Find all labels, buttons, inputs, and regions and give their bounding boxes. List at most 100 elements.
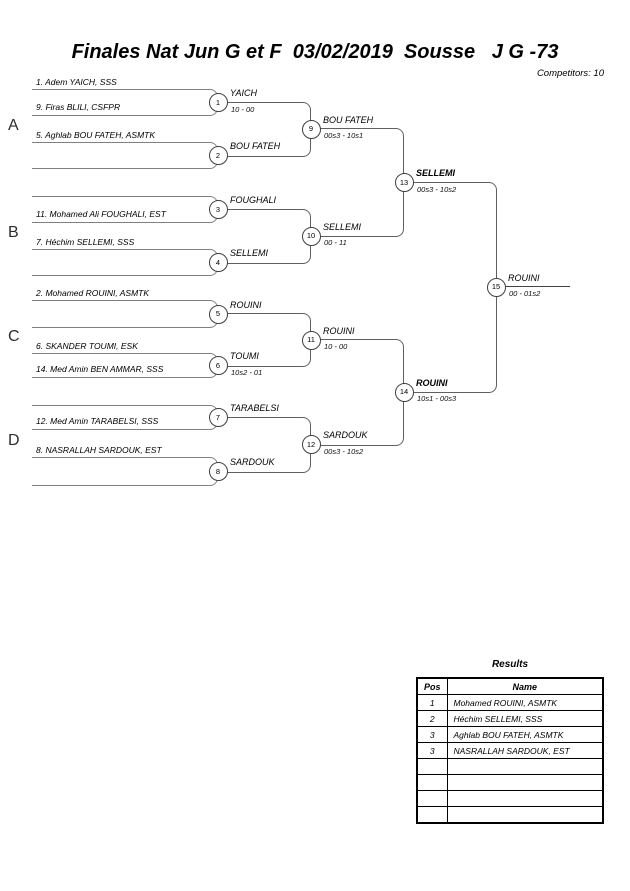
- match-score-12: 00s3 - 10s2: [324, 446, 364, 456]
- result-pos-7: [416, 790, 448, 807]
- bracket-connector-pair-4: [32, 249, 218, 276]
- results-row-5: [416, 758, 604, 775]
- result-name-5: [446, 758, 604, 775]
- seed-label-15: 8. NASRALLAH SARDOUK, EST: [36, 445, 162, 455]
- result-pos-5: [416, 758, 448, 775]
- page-title: Finales Nat Jun G et F 03/02/2019 Sousse…: [71, 41, 559, 63]
- competitors-count: Competitors: 10: [536, 68, 604, 79]
- winner-label-15: ROUINI: [508, 272, 540, 283]
- results-row-8: [416, 806, 604, 824]
- match-number-8: 8: [215, 466, 221, 476]
- match-number-12: 12: [306, 439, 316, 449]
- results-title: Results: [491, 659, 529, 670]
- match-circle-9: 9: [301, 119, 321, 139]
- bracket-connector-match-15: [403, 181, 497, 393]
- result-pos-2: 2: [416, 710, 448, 727]
- section-label-c: C: [8, 328, 20, 345]
- match-circle-1: 1: [208, 93, 228, 112]
- winner-label-12: SARDOUK: [323, 430, 368, 440]
- winner-label-2: BOU FATEH: [230, 141, 281, 151]
- match-score-13: 00s3 - 10s2: [417, 184, 457, 194]
- match-number-5: 5: [215, 309, 221, 319]
- results-row-6: [416, 774, 604, 791]
- section-label-a: A: [8, 117, 19, 134]
- match-number-11: 11: [307, 335, 315, 345]
- match-number-2: 2: [215, 150, 221, 160]
- match-circle-13: 13: [394, 173, 414, 192]
- result-pos-4: 3: [416, 742, 448, 759]
- match-score-14: 10s1 - 00s3: [417, 394, 457, 403]
- winner-label-9: BOU FATEH: [323, 114, 374, 125]
- result-pos-6: [416, 774, 448, 791]
- match-number-4: 4: [215, 257, 221, 267]
- result-pos-1: 1: [416, 694, 448, 711]
- bracket-connector-pair-2: [32, 142, 218, 169]
- winner-label-4: SELLEMI: [230, 248, 269, 258]
- result-name-4: NASRALLAH SARDOUK, EST: [446, 742, 604, 759]
- results-col-pos: Pos: [416, 677, 448, 695]
- result-name-3: Aghlab BOU FATEH, ASMTK: [446, 726, 604, 743]
- match-circle-10: 10: [301, 226, 321, 246]
- match-circle-8: 8: [208, 462, 228, 481]
- match-number-13: 13: [399, 177, 409, 187]
- match-number-15: 15: [491, 282, 501, 292]
- match-circle-7: 7: [208, 408, 228, 427]
- match-score-10: 00 - 11: [324, 238, 347, 247]
- match-score-11: 10 - 00: [324, 342, 348, 351]
- seed-label-7: 7. Héchim SELLEMI, SSS: [36, 237, 135, 247]
- winner-label-6: TOUMI: [230, 351, 259, 361]
- section-label-d: D: [8, 432, 20, 449]
- match-number-3: 3: [215, 204, 221, 214]
- winner-label-13: SELLEMI: [416, 168, 456, 178]
- match-circle-15: 15: [486, 277, 506, 297]
- match-circle-11: 11: [301, 330, 321, 350]
- winner-label-1: YAICH: [230, 88, 258, 98]
- result-name-6: [446, 774, 604, 791]
- results-header-row: Pos Name: [416, 677, 604, 695]
- match-number-10: 10: [306, 231, 316, 241]
- winner-label-11: ROUINI: [323, 325, 355, 336]
- results-col-name: Name: [446, 677, 604, 695]
- match-circle-5: 5: [208, 304, 228, 324]
- seed-label-11: 6. SKANDER TOUMI, ESK: [36, 341, 138, 351]
- match-circle-12: 12: [301, 435, 321, 454]
- match-number-7: 7: [215, 412, 221, 422]
- section-label-b: B: [8, 224, 19, 241]
- seed-label-2: 9. Firas BLILI, CSFPR: [36, 102, 121, 112]
- match-circle-3: 3: [208, 200, 228, 219]
- match-circle-6: 6: [208, 356, 228, 375]
- bracket-connector-pair-5: [32, 300, 218, 328]
- seed-label-6: 11. Mohamed Ali FOUGHALI, EST: [36, 209, 166, 219]
- results-row-7: [416, 790, 604, 807]
- result-pos-3: 3: [416, 726, 448, 743]
- result-name-1: Mohamed ROUINI, ASMTK: [446, 694, 604, 711]
- match-number-1: 1: [215, 97, 221, 107]
- match-score-6: 10s2 - 01: [231, 367, 263, 377]
- result-pos-8: [416, 806, 448, 824]
- winner-label-5: ROUINI: [230, 299, 262, 310]
- winner-label-3: FOUGHALI: [230, 195, 277, 205]
- match-score-15: 00 - 01s2: [509, 289, 541, 298]
- match-number-6: 6: [215, 360, 221, 370]
- result-name-2: Héchim SELLEMI, SSS: [446, 710, 604, 727]
- bracket-connector-pair-8: [32, 457, 218, 486]
- match-circle-14: 14: [394, 382, 414, 402]
- result-name-8: [446, 806, 604, 824]
- result-name-7: [446, 790, 604, 807]
- seed-label-14: 12. Med Amin TARABELSI, SSS: [36, 416, 159, 426]
- winner-label-8: SARDOUK: [230, 457, 275, 467]
- match-number-9: 9: [308, 124, 314, 134]
- match-number-14: 14: [399, 387, 409, 397]
- winner-label-14: ROUINI: [416, 377, 448, 388]
- seed-label-9: 2. Mohamed ROUINI, ASMTK: [36, 288, 150, 298]
- winner-label-10: SELLEMI: [323, 221, 362, 232]
- seed-label-12: 14. Med Amin BEN AMMAR, SSS: [36, 364, 164, 374]
- match-score-9: 00s3 - 10s1: [324, 131, 364, 140]
- seed-label-1: 1. Adem YAICH, SSS: [36, 77, 117, 87]
